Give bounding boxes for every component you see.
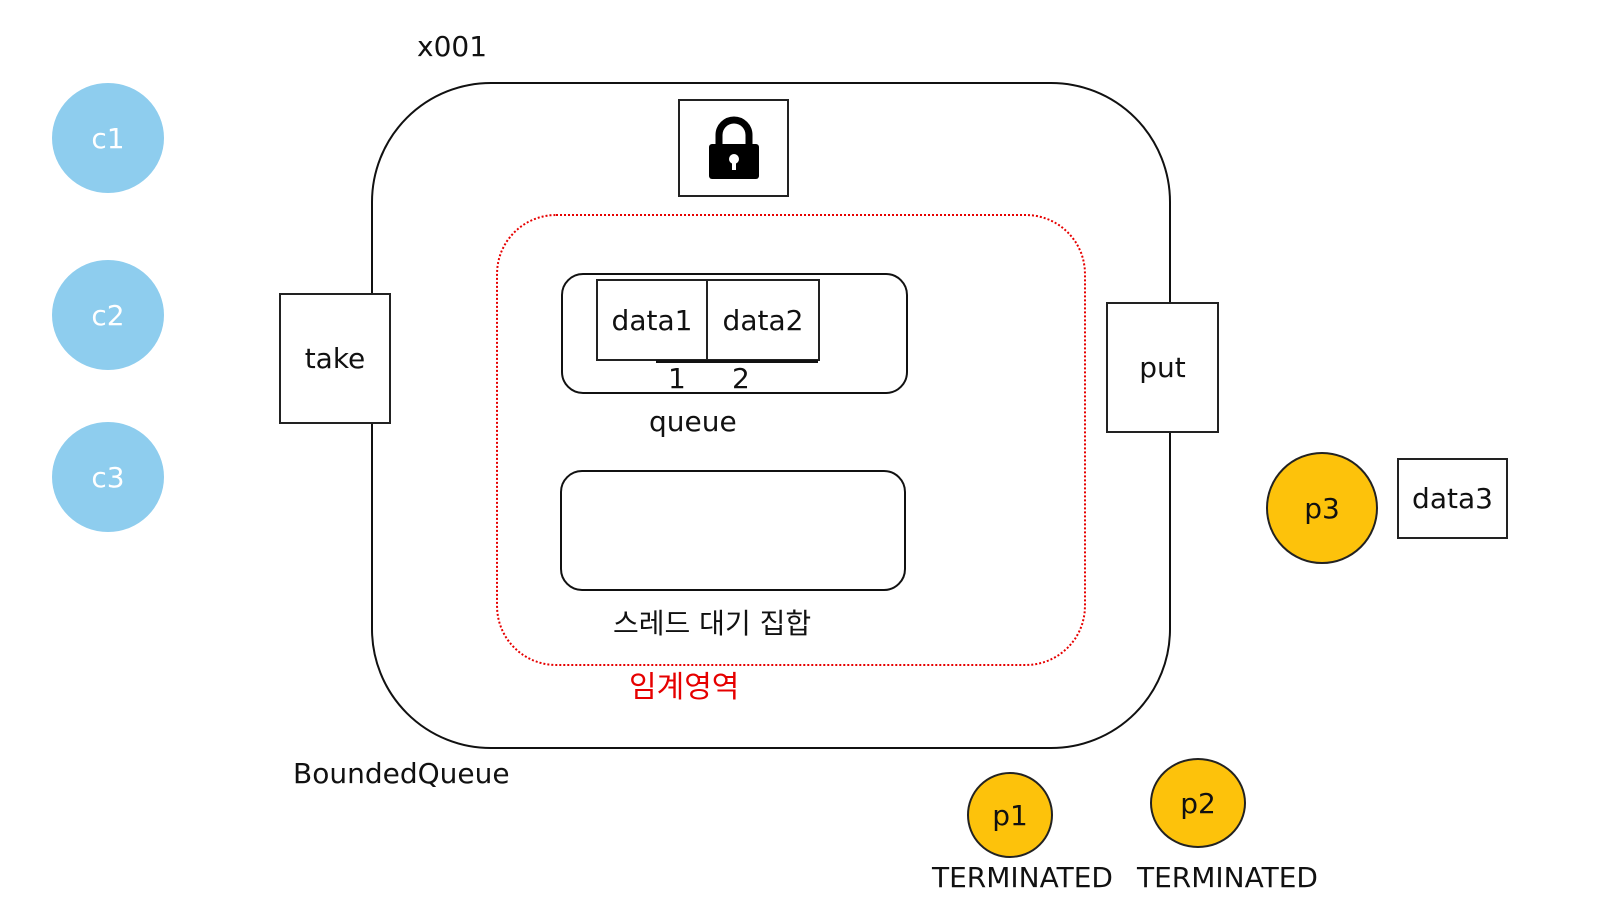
queue-index-2: 2 xyxy=(732,362,750,395)
producer-p2-status: TERMINATED xyxy=(1137,861,1318,894)
put-method-box: put xyxy=(1106,302,1219,433)
producer-thread-p3: p3 xyxy=(1266,452,1378,564)
queue-item-data1: data1 xyxy=(596,279,708,361)
queue-index-line xyxy=(656,360,818,363)
thread-wait-set-container xyxy=(560,470,906,591)
thread-wait-set-label: 스레드 대기 집합 xyxy=(613,607,812,640)
object-reference-label: x001 xyxy=(417,30,488,63)
queue-index-1: 1 xyxy=(668,362,686,395)
critical-section-boundary xyxy=(496,214,1086,666)
consumer-thread-c3: c3 xyxy=(52,422,164,532)
producer-thread-p1: p1 xyxy=(967,772,1053,858)
critical-section-label: 임계영역 xyxy=(629,670,740,705)
producer-thread-p2: p2 xyxy=(1150,758,1246,848)
take-method-box: take xyxy=(279,293,391,424)
producer-p3-data-box: data3 xyxy=(1397,458,1508,539)
lock-box xyxy=(678,99,789,197)
queue-item-data2: data2 xyxy=(706,279,820,361)
bounded-queue-label: BoundedQueue xyxy=(293,757,510,790)
consumer-thread-c1: c1 xyxy=(52,83,164,193)
queue-label: queue xyxy=(649,405,737,438)
producer-p1-status: TERMINATED xyxy=(932,861,1113,894)
lock-icon xyxy=(707,115,761,181)
consumer-thread-c2: c2 xyxy=(52,260,164,370)
